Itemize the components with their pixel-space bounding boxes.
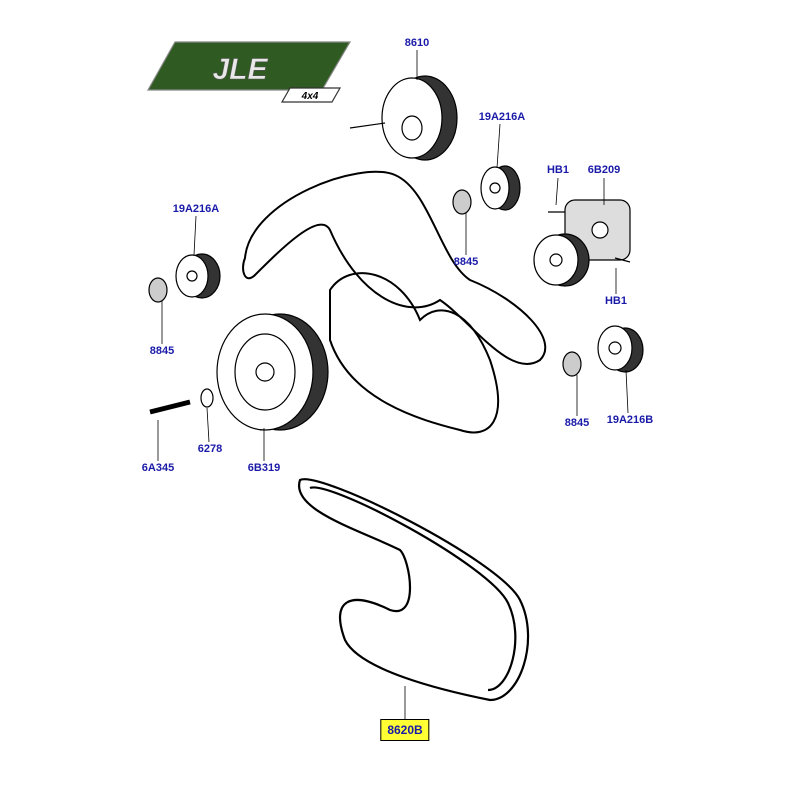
callout-8845-mid[interactable]: 8845 [453, 256, 479, 268]
callout-6a345[interactable]: 6A345 [141, 462, 175, 474]
svg-text:JLE: JLE [212, 53, 268, 86]
leader-lines [157, 50, 629, 720]
svg-text:4x4: 4x4 [301, 91, 319, 102]
callout-19a216a-top[interactable]: 19A216A [478, 111, 526, 123]
belt-8620b [297, 478, 530, 702]
callout-19a216a-left[interactable]: 19A216A [172, 203, 220, 215]
callout-8845-right[interactable]: 8845 [564, 417, 590, 429]
callout-6b319[interactable]: 6B319 [247, 462, 281, 474]
idler-19a216a-top [452, 165, 521, 215]
callout-8620b-highlighted[interactable]: 8620B [380, 719, 430, 741]
callout-6b209[interactable]: 6B209 [587, 164, 621, 176]
callout-hb1-top[interactable]: HB1 [546, 164, 570, 176]
callout-8845-left[interactable]: 8845 [149, 345, 175, 357]
crank-pulley-6b319 [149, 313, 329, 431]
idler-19a216a-left [148, 253, 221, 303]
idler-19a216b [562, 325, 644, 377]
tensioner-6b209 [533, 199, 631, 287]
callout-8610[interactable]: 8610 [404, 37, 430, 49]
callout-19a216b[interactable]: 19A216B [606, 414, 654, 426]
pulley-8610 [349, 75, 458, 161]
callout-hb1-bottom[interactable]: HB1 [604, 295, 628, 307]
belt-upper [242, 170, 547, 434]
jle-logo: JLE 4x4 [146, 41, 352, 103]
callout-6278[interactable]: 6278 [197, 443, 223, 455]
